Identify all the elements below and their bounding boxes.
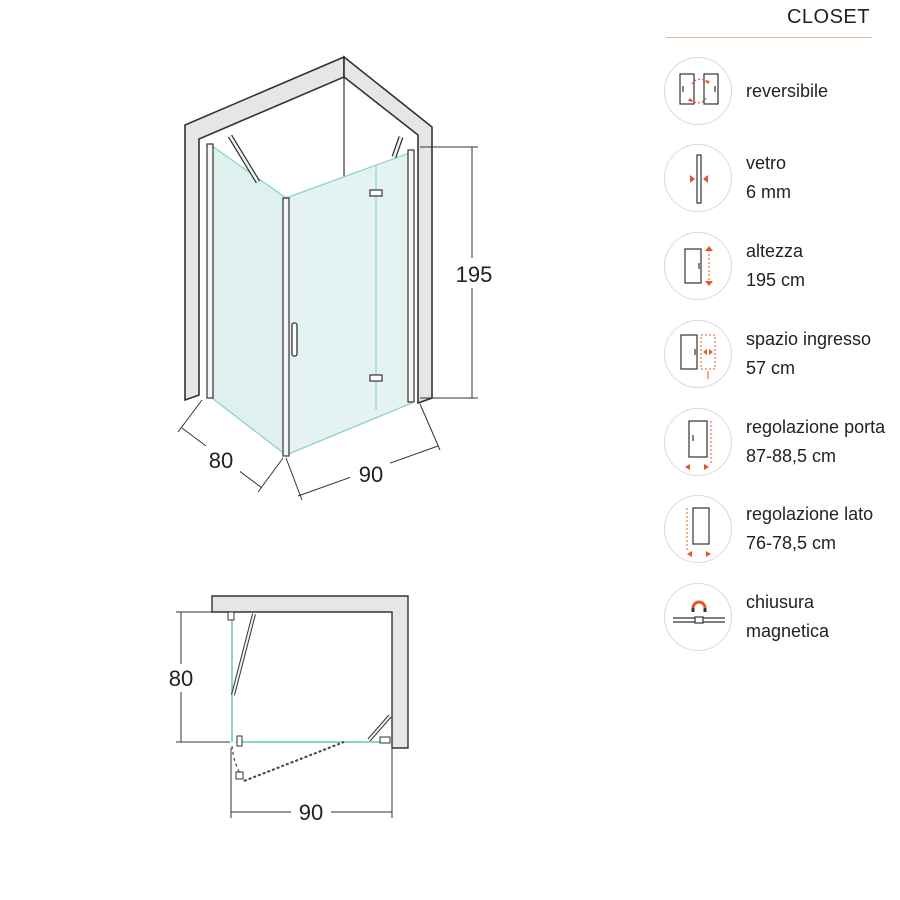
hinge-bottom <box>369 374 383 382</box>
magnet-icon <box>664 583 732 651</box>
feature-value: 6 mm <box>746 182 791 202</box>
feature-reversible: reversibile <box>664 57 900 129</box>
hinge-top <box>369 189 383 197</box>
height-dimension-label: 195 <box>456 262 493 287</box>
product-title: CLOSET <box>786 6 870 28</box>
feature-value: 87-88,5 cm <box>746 446 837 466</box>
width-dimension-label: 90 <box>359 462 383 487</box>
feature-door-adjustment: regolazione porta 87-88,5 cm <box>664 408 900 480</box>
door-handle <box>291 322 298 357</box>
feature-entry-space: spazio ingresso 57 cm <box>664 320 900 392</box>
door-adjustment-icon <box>664 408 732 476</box>
isometric-view: 195 80 90 <box>177 55 498 501</box>
feature-label: vetro <box>746 153 787 173</box>
feature-side-adjustment: regolazione lato 76-78,5 cm <box>664 495 900 567</box>
feature-glass: vetro 6 mm <box>664 144 900 216</box>
height-icon <box>664 232 732 300</box>
feature-magnetic-closure: chiusura magnetica <box>664 583 900 655</box>
depth-dimension-label: 80 <box>209 448 233 473</box>
entry-space-icon <box>664 320 732 388</box>
feature-height: altezza 195 cm <box>664 232 900 304</box>
feature-label: regolazione lato <box>746 504 874 524</box>
feature-label: chiusura <box>746 592 815 612</box>
side-glass-panel <box>211 144 287 457</box>
feature-value: 76-78,5 cm <box>746 533 837 553</box>
feature-label: regolazione porta <box>746 417 886 437</box>
title-divider <box>666 37 872 38</box>
glass-thickness-icon <box>664 144 732 212</box>
feature-value: 57 cm <box>746 358 796 378</box>
reversible-icon <box>664 57 732 125</box>
feature-label: altezza <box>746 241 804 261</box>
feature-label: spazio ingresso <box>746 329 872 349</box>
plan-wall <box>211 595 409 749</box>
plan-view: 80 90 <box>162 595 409 826</box>
feature-value: magnetica <box>746 621 830 641</box>
side-adjustment-icon <box>664 495 732 563</box>
feature-label: reversibile <box>746 81 829 101</box>
door-glass-panel <box>285 151 413 456</box>
plan-width-label: 90 <box>299 800 323 825</box>
feature-value: 195 cm <box>746 270 806 290</box>
plan-depth-label: 80 <box>169 666 193 691</box>
